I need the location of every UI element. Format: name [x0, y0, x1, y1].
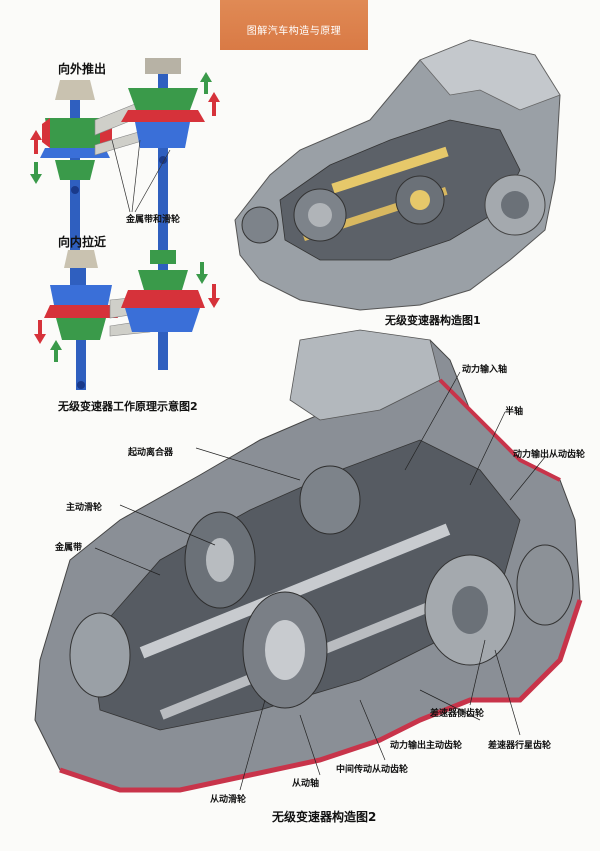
housing-2-top-cover	[289, 329, 441, 421]
left-shaft-end-2	[77, 381, 85, 389]
right-top-2	[150, 250, 176, 264]
cutaway-edge-bottom	[59, 599, 583, 793]
label-outward: 向外推出	[58, 62, 107, 76]
primary-shaft	[139, 523, 451, 659]
drive-pulley-hub	[206, 538, 234, 582]
callout-driven-shaft: 从动轴	[292, 779, 320, 789]
right-shaft	[158, 60, 168, 285]
left-blue-sheave-2	[50, 285, 112, 305]
right-blue-sheave	[135, 122, 190, 148]
callout-starting-clutch: 起动离合器	[128, 448, 174, 458]
right-gear-cap	[145, 58, 181, 74]
output-flange-1-hub	[501, 191, 529, 219]
cutaway-edge-top	[438, 378, 561, 482]
right-blue-sheave-2	[125, 308, 200, 332]
caption-principle: 无级变速器工作原理示意图2	[58, 400, 198, 413]
right-red-sheave	[121, 110, 205, 122]
left-belt-red	[42, 118, 50, 148]
callout-driven-pulley: 从动滑轮	[210, 795, 247, 805]
arrow-up-green-left-2	[50, 340, 62, 362]
pulley-pair-inward	[34, 250, 220, 390]
header-banner: 图解汽车构造与原理	[220, 0, 368, 50]
left-shaft-end	[71, 186, 79, 194]
driven-pulley-hub	[265, 620, 305, 680]
callout-power-input-shaft: 动力输入轴	[462, 365, 508, 375]
structure-2-illustration	[34, 329, 583, 793]
label-inward: 向内拉近	[58, 235, 107, 249]
left-cap-2	[64, 250, 98, 268]
callout-output-driven-gear: 动力输出从动齿轮	[513, 450, 586, 460]
input-flange-1	[241, 206, 279, 244]
caption-structure-2: 无级变速器构造图2	[272, 810, 377, 824]
right-green-sheave	[128, 88, 198, 110]
left-red-sheave-2	[44, 305, 118, 318]
callout-diff-planet-gear: 差速器行星齿轮	[488, 741, 552, 751]
input-flange-2	[69, 612, 131, 698]
label-belt-and-pulley: 金属带和滑轮	[126, 215, 181, 225]
arrow-up-red-left	[30, 130, 42, 154]
left-green-sheave	[45, 118, 105, 148]
callout-intermediate-driven-gear: 中间传动从动齿轮	[336, 765, 409, 775]
left-shaft-cap	[55, 80, 95, 100]
callout-metal-belt: 金属带	[55, 543, 83, 553]
callout-half-shaft: 半轴	[505, 407, 524, 417]
pulley-pair-outward	[30, 58, 220, 285]
callout-drive-pulley: 主动滑轮	[66, 503, 103, 513]
housing-1-top	[419, 39, 561, 111]
arrow-down-green-right-2	[196, 262, 208, 284]
caption-structure-1: 无级变速器构造图1	[385, 314, 481, 327]
left-lower-sheave	[55, 160, 95, 180]
leader-belt-2	[131, 139, 141, 213]
right-green-sheave-2	[138, 270, 188, 290]
left-shaft	[70, 85, 80, 285]
callout-diff-side-gear: 差速器侧齿轮	[430, 709, 485, 719]
header-title: 图解汽车构造与原理	[246, 26, 342, 37]
callout-output-drive-gear: 动力输出主动齿轮	[390, 741, 463, 751]
right-shaft-end	[159, 156, 167, 164]
leader-belt-1	[111, 139, 131, 213]
right-red-sheave-2	[121, 290, 205, 308]
half-shaft-flange	[516, 544, 574, 626]
arrow-up-red-right	[208, 92, 220, 116]
arrow-down-red-right-2	[208, 284, 220, 308]
arrow-up-green-right	[200, 72, 212, 94]
shaft-1	[331, 146, 449, 194]
left-green-sheave-2	[56, 318, 106, 340]
arrow-down-red-left-2	[34, 320, 46, 344]
structure-1-illustration	[234, 39, 561, 311]
structure-2-leaders	[94, 371, 546, 791]
starting-clutch-pack	[299, 465, 361, 535]
left-blue-sheave	[40, 148, 110, 158]
gear-1a-hub	[308, 203, 332, 227]
leader-belt-3	[134, 149, 171, 213]
differential-core	[452, 586, 488, 634]
arrow-down-green-left	[30, 162, 42, 184]
gear-1b-hub	[410, 190, 430, 210]
